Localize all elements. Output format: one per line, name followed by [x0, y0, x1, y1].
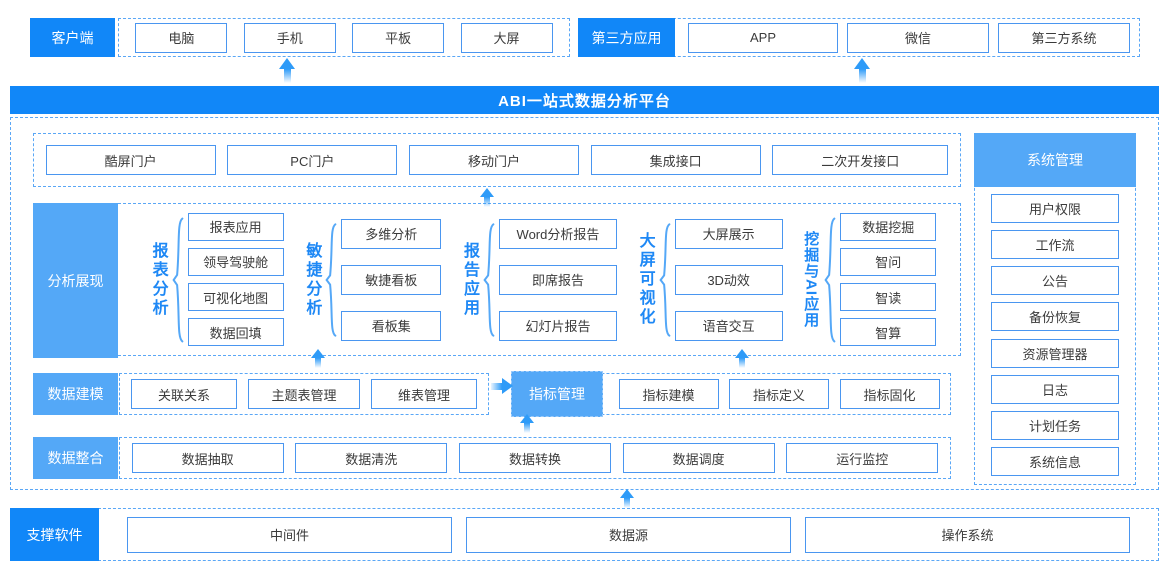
third-party-apps-container: APP 微信 第三方系统: [578, 18, 1140, 57]
app-box: 第三方系统: [998, 22, 1130, 53]
support-container: 中间件 数据源 操作系统: [98, 508, 1159, 561]
platform-title-banner: ABI一站式数据分析平台: [10, 86, 1159, 114]
portal-box: 集成接口: [590, 145, 761, 175]
app-box: APP: [688, 22, 838, 53]
analysis-item-box: 大屏展示: [674, 218, 783, 249]
group-name-vertical: 挖掘与AI应用: [802, 231, 820, 328]
analysis-item-box: 报表应用: [187, 212, 284, 241]
metrics-container: 指标建模 指标定义 指标固化: [511, 373, 951, 415]
analysis-item-box: 领导驾驶舱: [187, 247, 284, 276]
analysis-item-box: 可视化地图: [187, 283, 284, 312]
metric-item-box: 指标建模: [618, 379, 719, 409]
up-arrow-icon: [311, 349, 325, 368]
device-box: 平板: [352, 22, 445, 53]
system-item-box: 计划任务: [991, 410, 1119, 440]
client-devices-container: 电脑 手机 平板 大屏: [118, 18, 570, 57]
system-item-box: 备份恢复: [991, 302, 1119, 332]
integration-container: 数据抽取 数据清洗 数据转换 数据调度 运行监控: [119, 437, 951, 479]
analysis-item-box: 语音交互: [674, 310, 783, 341]
portal-box: PC门户: [227, 145, 398, 175]
brace-icon: [482, 222, 496, 338]
system-item-box: 日志: [991, 374, 1119, 404]
metrics-label-box: 指标管理: [511, 371, 603, 417]
system-panel-header: 系统管理: [974, 133, 1136, 187]
analysis-label: 分析展现: [33, 203, 118, 358]
up-arrow-icon: [480, 188, 494, 207]
integration-label: 数据整合: [33, 437, 118, 479]
analysis-group: 敏捷分析 多维分析 敏捷看板 看板集: [301, 218, 442, 341]
portal-box: 二次开发接口: [772, 145, 949, 175]
brace-icon: [171, 216, 185, 344]
analysis-section: 分析展现 报表分析 报表应用 领导驾驶舱 可视化地图 数据回填 敏捷分析: [33, 203, 961, 358]
analysis-item-box: 智算: [840, 318, 937, 347]
analysis-item-box: 智问: [840, 247, 937, 276]
modeling-label: 数据建模: [33, 373, 118, 415]
up-arrow-icon: [279, 58, 295, 83]
group-name-vertical: 报表分析: [149, 241, 167, 318]
up-arrow-icon: [520, 414, 534, 433]
analysis-item-box: 智读: [840, 283, 937, 312]
right-arrow-icon: [491, 378, 513, 394]
system-item-box: 公告: [991, 266, 1119, 296]
analysis-groups: 报表分析 报表应用 领导驾驶舱 可视化地图 数据回填 敏捷分析: [130, 204, 954, 355]
analysis-item-box: 敏捷看板: [341, 264, 442, 295]
modeling-item-box: 关联关系: [131, 379, 237, 409]
group-name-vertical: 敏捷分析: [303, 241, 321, 318]
support-item-box: 数据源: [466, 516, 791, 553]
analysis-group: 挖掘与AI应用 数据挖掘 智问 智读 智算: [800, 212, 937, 347]
up-arrow-icon: [735, 349, 749, 368]
system-item-box: 用户权限: [991, 194, 1119, 224]
analysis-group: 报表分析 报表应用 领导驾驶舱 可视化地图 数据回填: [148, 212, 284, 347]
analysis-group: 报告应用 Word分析报告 即席报告 幻灯片报告: [459, 218, 617, 341]
analysis-item-box: Word分析报告: [498, 218, 617, 249]
device-box: 电脑: [135, 22, 228, 53]
group-name-vertical: 报告应用: [460, 241, 478, 318]
portal-row-container: 酷屏门户 PC门户 移动门户 集成接口 二次开发接口: [33, 133, 961, 187]
client-label: 客户端: [30, 18, 115, 57]
integration-item-box: 数据抽取: [131, 443, 284, 473]
system-item-box: 系统信息: [991, 446, 1119, 476]
up-arrow-icon: [854, 58, 870, 83]
device-box: 手机: [243, 22, 336, 53]
system-panel: 系统管理 用户权限 工作流 公告 备份恢复 资源管理器 日志 计划任务 系统信息: [974, 133, 1136, 485]
group-name-vertical: 大屏可视化: [636, 232, 654, 327]
metric-item-box: 指标固化: [839, 379, 940, 409]
integration-item-box: 数据清洗: [295, 443, 448, 473]
system-item-box: 资源管理器: [991, 338, 1119, 368]
integration-item-box: 数据调度: [622, 443, 775, 473]
brace-icon: [823, 216, 837, 344]
metric-item-box: 指标定义: [729, 379, 829, 409]
modeling-container: 关联关系 主题表管理 维表管理: [119, 373, 489, 415]
brace-icon: [658, 222, 672, 338]
analysis-item-box: 看板集: [341, 310, 442, 341]
platform-main-container: 酷屏门户 PC门户 移动门户 集成接口 二次开发接口 分析展现 报表分析 报表应…: [10, 117, 1159, 490]
analysis-item-box: 3D动效: [674, 264, 783, 295]
system-items: 用户权限 工作流 公告 备份恢复 资源管理器 日志 计划任务 系统信息: [975, 187, 1135, 483]
analysis-item-box: 幻灯片报告: [498, 310, 617, 341]
analysis-item-box: 多维分析: [341, 218, 442, 249]
app-box: 微信: [847, 22, 989, 53]
portal-box: 酷屏门户: [45, 145, 216, 175]
system-item-box: 工作流: [991, 230, 1119, 260]
device-box: 大屏: [460, 22, 553, 53]
portal-box: 移动门户: [408, 145, 579, 175]
support-item-box: 中间件: [127, 516, 452, 553]
integration-item-box: 运行监控: [786, 443, 939, 473]
brace-icon: [324, 222, 338, 338]
support-item-box: 操作系统: [805, 516, 1130, 553]
analysis-group: 大屏可视化 大屏展示 3D动效 语音交互: [635, 218, 783, 341]
modeling-item-box: 主题表管理: [248, 379, 360, 409]
analysis-item-box: 数据回填: [187, 318, 284, 347]
up-arrow-icon: [620, 489, 634, 508]
modeling-item-box: 维表管理: [371, 379, 477, 409]
support-label: 支撑软件: [10, 508, 99, 561]
third-party-label: 第三方应用: [578, 18, 675, 57]
analysis-item-box: 即席报告: [498, 264, 617, 295]
integration-item-box: 数据转换: [458, 443, 611, 473]
analysis-item-box: 数据挖掘: [840, 212, 937, 241]
